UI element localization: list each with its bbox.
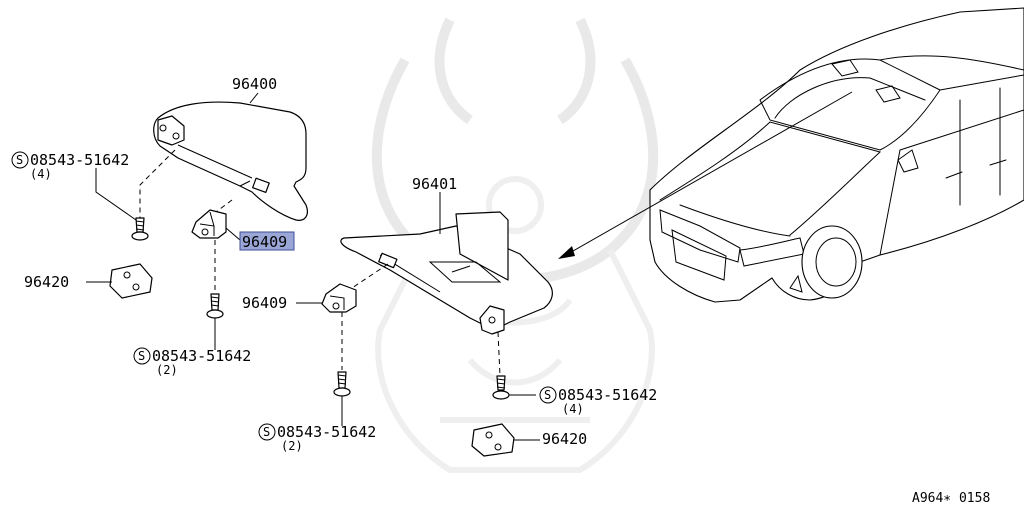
- s-symbol-letter: S: [544, 388, 551, 402]
- qty-label-c: (2): [281, 439, 303, 453]
- part-label-96409-highlighted: 96409: [242, 233, 287, 251]
- clip-right[interactable]: [471, 423, 515, 457]
- part-label-08543-51642-c: 08543-51642: [277, 423, 376, 441]
- visor-hinge-right: [378, 252, 398, 269]
- s-symbol-letter: S: [138, 349, 145, 363]
- leader-96400: [249, 92, 259, 104]
- assembly-line-visor-right-screw: [497, 331, 501, 377]
- callout-screw-bottom[interactable]: S 08543-51642 (2): [258, 423, 376, 453]
- part-label-96420-left[interactable]: 96420: [24, 273, 69, 291]
- callout-screw-right[interactable]: S 08543-51642 (4): [539, 386, 657, 416]
- visor-holder-left[interactable]: [191, 209, 227, 239]
- highlight-box: [239, 231, 295, 251]
- s-symbol-icon: [11, 151, 29, 169]
- callout-screw-mid-left[interactable]: S 08543-51642 (2): [133, 347, 251, 377]
- s-symbol-icon: [258, 423, 276, 441]
- qty-label-b: (2): [156, 363, 178, 377]
- part-label-96420-right[interactable]: 96420: [542, 430, 587, 448]
- visor-pivot-bracket-right: [479, 305, 505, 335]
- arrow-head-icon: [558, 246, 575, 259]
- screw-top-left[interactable]: [131, 217, 149, 241]
- assembly-line-visor-left-screw: [139, 149, 176, 218]
- leader-96409-left: [225, 227, 241, 241]
- part-label-08543-51642-b: 08543-51642: [152, 347, 251, 365]
- location-arrow: [558, 91, 853, 259]
- sun-visor-left[interactable]: [153, 101, 308, 221]
- s-symbol-icon: [539, 386, 557, 404]
- callout-holder-left[interactable]: 96409: [239, 231, 295, 251]
- part-label-96409-right[interactable]: 96409: [242, 294, 287, 312]
- assembly-line-visor-right-holder: [351, 263, 389, 289]
- s-symbol-letter: S: [16, 153, 23, 167]
- visor-pivot-bracket-left: [157, 115, 185, 146]
- visor-holder-right[interactable]: [321, 283, 357, 313]
- diagram-code: A964∗ 0158: [912, 491, 990, 506]
- visor-hinge-left: [252, 177, 270, 194]
- screw-bottom[interactable]: [333, 371, 351, 397]
- part-label-96400[interactable]: 96400: [232, 75, 277, 93]
- clip-left[interactable]: [109, 263, 153, 299]
- leader-screw-top-left: [95, 168, 137, 221]
- s-symbol-icon: [133, 347, 151, 365]
- part-label-96401[interactable]: 96401: [412, 175, 457, 193]
- vehicle-illustration: [649, 7, 1024, 303]
- sun-visor-right[interactable]: [340, 211, 553, 335]
- part-label-08543-51642-d: 08543-51642: [558, 386, 657, 404]
- callout-screw-top-left[interactable]: S 08543-51642 (4): [11, 151, 129, 181]
- qty-label-d: (4): [562, 402, 584, 416]
- screw-right[interactable]: [492, 375, 510, 400]
- s-symbol-letter: S: [263, 425, 270, 439]
- screw-mid-left[interactable]: [206, 293, 224, 319]
- qty-label-a: (4): [30, 167, 52, 181]
- visor-mirror-flap: [455, 211, 509, 281]
- part-label-08543-51642-a: 08543-51642: [30, 151, 129, 169]
- visor-mirror: [428, 261, 502, 283]
